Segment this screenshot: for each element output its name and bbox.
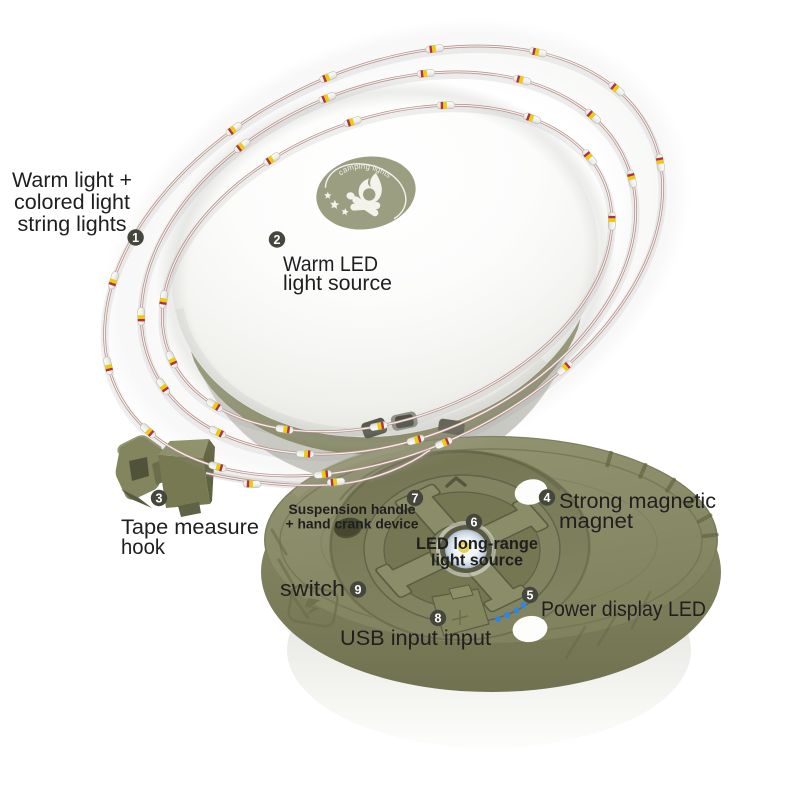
svg-text:8: 8	[435, 611, 442, 625]
svg-text:colored light: colored light	[14, 191, 130, 214]
svg-text:Warm LED: Warm LED	[283, 253, 378, 276]
svg-text:7: 7	[412, 491, 419, 505]
svg-text:4: 4	[544, 491, 551, 505]
svg-text:Warm light +: Warm light +	[12, 169, 132, 192]
svg-text:light source: light source	[431, 552, 523, 570]
svg-text:USB input input: USB input input	[340, 627, 491, 650]
svg-text:2: 2	[274, 233, 281, 247]
svg-text:Suspension handle: Suspension handle	[289, 502, 416, 517]
svg-text:1: 1	[132, 231, 139, 245]
svg-text:5: 5	[527, 588, 534, 602]
svg-text:string lights: string lights	[18, 213, 127, 236]
svg-text:6: 6	[471, 515, 478, 529]
svg-text:3: 3	[156, 491, 163, 505]
svg-text:LED long-range: LED long-range	[416, 535, 538, 553]
svg-text:9: 9	[355, 583, 362, 597]
svg-text:+ hand crank device: + hand crank device	[286, 517, 420, 532]
svg-text:hook: hook	[121, 536, 165, 559]
svg-text:light source: light source	[283, 272, 392, 295]
svg-text:magnet: magnet	[559, 510, 633, 533]
svg-text:Strong magnetic: Strong magnetic	[559, 490, 716, 513]
svg-text:Power display LED: Power display LED	[541, 598, 706, 621]
svg-text:switch: switch	[280, 576, 345, 601]
svg-text:Tape measure: Tape measure	[121, 516, 259, 539]
